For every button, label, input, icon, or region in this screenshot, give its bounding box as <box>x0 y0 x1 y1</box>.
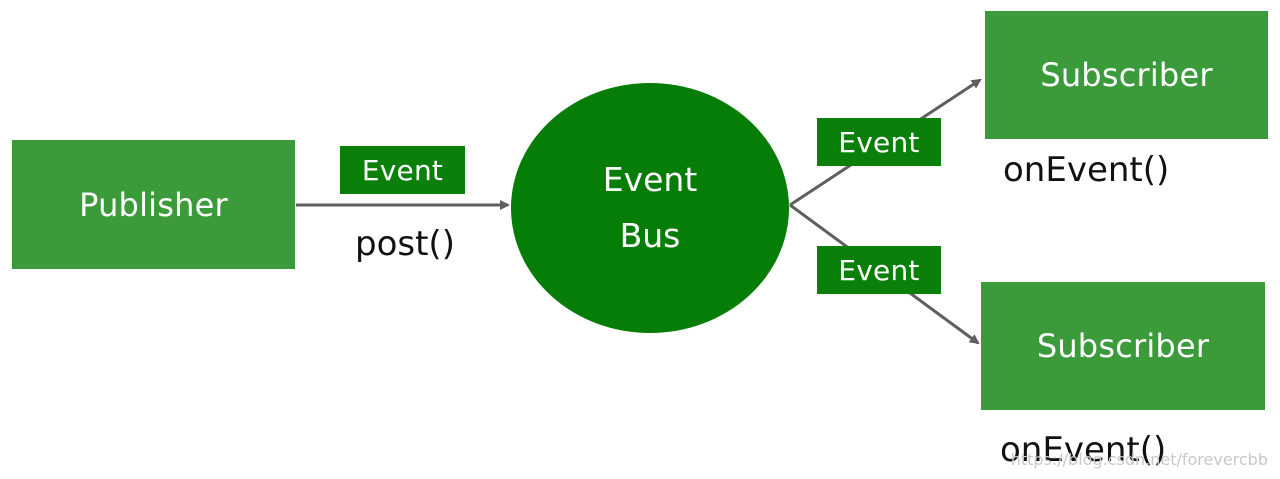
publisher-box: Publisher <box>12 140 295 269</box>
subscriber-top-box: Subscriber <box>985 11 1268 139</box>
watermark-text: https://blog.csdn.net/forevercbb <box>1010 450 1268 469</box>
post-event-label: Event <box>361 153 444 187</box>
event-bus-line-1: Event <box>602 160 698 199</box>
post-event-tag: Event <box>340 146 465 194</box>
bottom-event-label: Event <box>838 253 920 287</box>
post-call-label: post() <box>355 224 455 264</box>
event-bus-circle: Event Bus <box>511 83 789 333</box>
bottom-event-tag: Event <box>817 246 941 294</box>
publisher-label: Publisher <box>79 185 228 224</box>
event-bus-line-2: Bus <box>619 216 681 255</box>
subscriber-top-label: Subscriber <box>1040 56 1213 94</box>
subscriber-bottom-box: Subscriber <box>981 282 1265 410</box>
subscriber-bottom-label: Subscriber <box>1036 327 1210 365</box>
subscriber-bottom-call: onEvent() <box>1000 430 1167 470</box>
top-event-tag: Event <box>817 118 941 166</box>
top-event-label: Event <box>838 125 920 159</box>
subscriber-top-call: onEvent() <box>1003 150 1170 190</box>
